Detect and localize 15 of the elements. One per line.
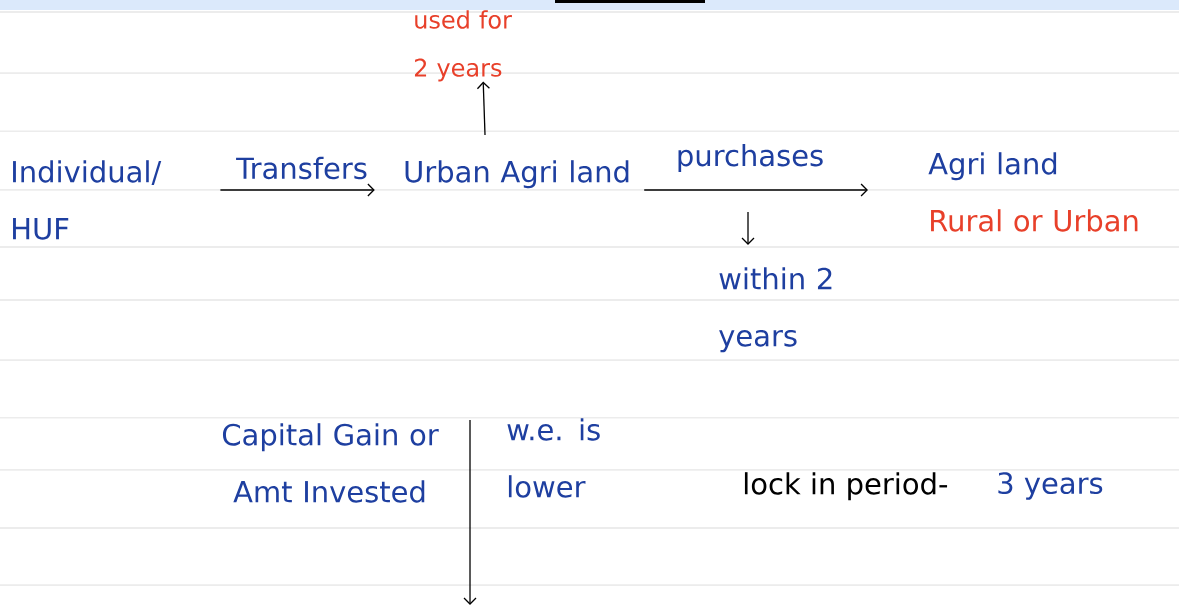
arrow	[219, 183, 375, 197]
arrow	[741, 211, 755, 245]
note-text: Urban Agri land	[405, 160, 629, 189]
note-text: Agri land Rural or Urban	[928, 152, 1138, 232]
note-text: 3 years	[998, 472, 1103, 500]
note-text: within 2 years	[719, 267, 832, 353]
edge-label: purchases	[674, 142, 826, 174]
arrow	[476, 81, 491, 136]
arrow	[643, 183, 868, 197]
edge-label: Transfers	[235, 155, 369, 181]
note-text: Individual/ HUF	[13, 160, 162, 240]
note-text: lock in period-	[744, 472, 948, 501]
note-text: Capital Gain or Amt Invested	[222, 423, 439, 503]
note-text: w.e. is lower	[507, 418, 600, 498]
note-text: used for 2 years	[414, 10, 512, 82]
